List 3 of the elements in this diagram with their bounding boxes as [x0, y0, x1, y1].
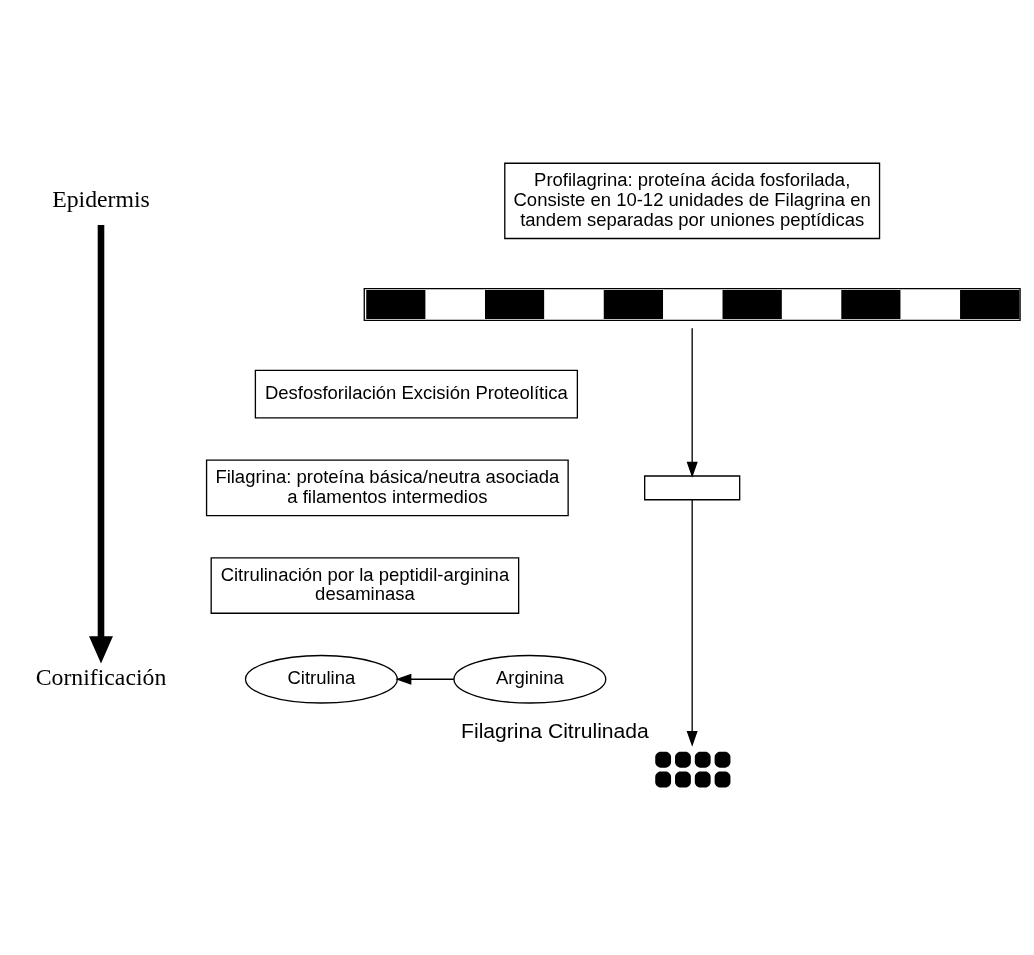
node-text: Cornificación: [35, 663, 167, 690]
node-label: Filagrina Citrulinada: [461, 718, 649, 742]
node-text: Epidermis: [52, 185, 150, 212]
